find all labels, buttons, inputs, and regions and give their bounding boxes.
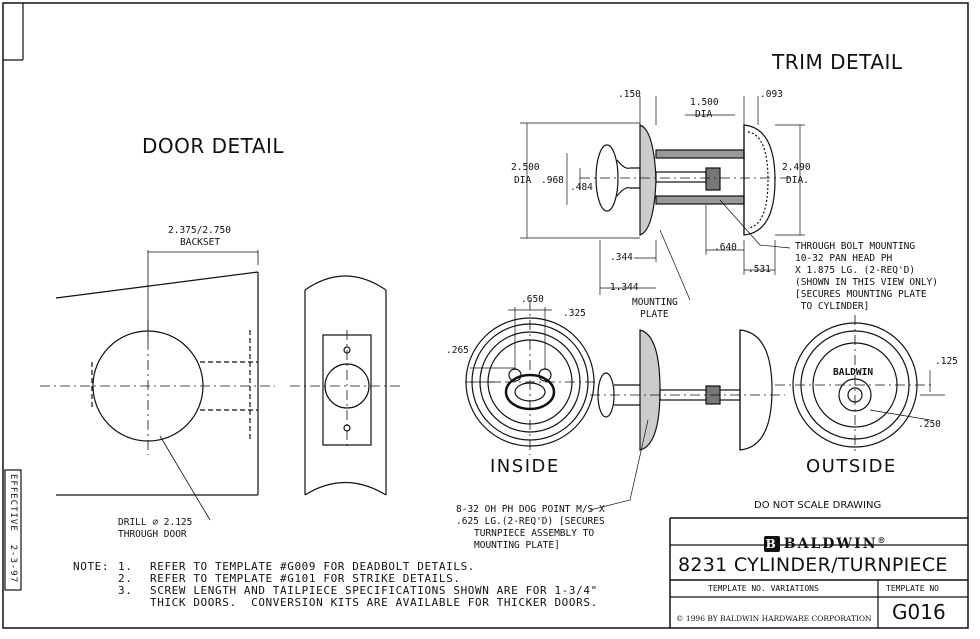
through-bolt-line4: (SHOWN IN THIS VIEW ONLY): [795, 277, 938, 288]
through-bolt-line6: TO CYLINDER]: [795, 301, 870, 312]
do-not-scale-note: DO NOT SCALE DRAWING: [754, 500, 882, 511]
drawing-title: 8231 CYLINDER/TURNPIECE: [678, 554, 948, 576]
note-3-text: SCREW LENGTH AND TAILPIECE SPECIFICATION…: [150, 584, 598, 597]
screw-note-line3: TURNPIECE ASSEMBLY TO: [474, 528, 595, 539]
dim-1500-label: DIA: [695, 109, 713, 120]
dim-1344: 1.344: [610, 282, 639, 293]
dim-2490-label: DIA.: [786, 175, 809, 186]
screw-note-line1: 8-32 OH PH DOG POINT M/S X: [456, 504, 605, 515]
note-3-num: 3.: [118, 584, 133, 597]
template-no-label: TEMPLATE NO: [886, 584, 939, 593]
copyright-note: © 1996 BY BALDWIN HARDWARE CORPORATION: [676, 614, 872, 623]
dim-150: .150: [618, 89, 641, 100]
trim-section-view: [520, 96, 805, 301]
effective-date: EFFECTIVE 2-3-97: [8, 474, 18, 584]
dim-640: .640: [714, 242, 737, 253]
dim-250: .250: [918, 419, 941, 430]
dim-2490: 2.490: [782, 162, 811, 173]
screw-note-line2: .625 LG.(2-REQ'D) [SECURES: [456, 516, 605, 527]
title-block-lines: [669, 517, 968, 628]
notes-label: NOTE:: [73, 560, 110, 573]
mounting-plate-line2: PLATE: [640, 309, 669, 320]
cylinder-brand-text: BALDWIN: [833, 367, 874, 378]
backset-label: BACKSET: [180, 237, 221, 248]
door-side-view: [40, 250, 275, 521]
through-bolt-line5: [SECURES MOUNTING PLATE: [795, 289, 927, 300]
dim-093: .093: [760, 89, 783, 100]
dim-125: .125: [935, 356, 958, 367]
inside-label: INSIDE: [490, 456, 560, 477]
logo-mark: B: [763, 536, 780, 552]
inside-front-view: [465, 300, 600, 455]
logo-mark-symbol: ®: [877, 535, 888, 545]
dim-325: .325: [563, 308, 586, 319]
note-2-num: 2.: [118, 572, 133, 585]
dim-2500-label: DIA: [514, 175, 532, 186]
outside-label: OUTSIDE: [806, 456, 897, 477]
dim-2500: 2.500: [511, 162, 540, 173]
outside-front-view: [775, 315, 945, 455]
mounting-plate-line1: MOUNTING: [632, 297, 678, 308]
dim-650: .650: [521, 294, 544, 305]
dim-484: .484: [570, 182, 593, 193]
through-bolt-line3: X 1.875 LG. (2-REQ'D): [795, 265, 916, 276]
trim-detail-heading: TRIM DETAIL: [772, 50, 903, 74]
through-bolt-line1: THROUGH BOLT MOUNTING: [795, 241, 916, 252]
dim-344: .344: [610, 252, 633, 263]
note-1-num: 1.: [118, 560, 133, 573]
drill-note-line2: THROUGH DOOR: [118, 529, 187, 540]
note-1-text: REFER TO TEMPLATE #G009 FOR DEADBOLT DET…: [150, 560, 476, 573]
through-bolt-line2: 10-32 PAN HEAD PH: [795, 253, 893, 264]
dim-968: .968: [541, 175, 564, 186]
template-no-value: G016: [892, 600, 946, 624]
dim-1500: 1.500: [690, 97, 719, 108]
screw-note-line4: MOUNTING PLATE]: [474, 540, 560, 551]
sheet-border: [2, 2, 969, 629]
turnpiece-side-view: [589, 329, 785, 511]
dim-531: .531: [748, 264, 771, 275]
door-detail-heading: DOOR DETAIL: [142, 134, 285, 158]
note-2-text: REFER TO TEMPLATE #G101 FOR STRIKE DETAI…: [150, 572, 461, 585]
logo-brand: BALDWIN: [783, 536, 878, 552]
note-3-continued: THICK DOORS. CONVERSION KITS ARE AVAILAB…: [150, 596, 598, 609]
door-edge-view: [290, 275, 400, 496]
drill-note-line1: DRILL ∅ 2.125: [118, 517, 193, 528]
dim-265: .265: [446, 345, 469, 356]
template-variations-label: TEMPLATE NO. VARIATIONS: [708, 584, 819, 593]
backset-value: 2.375/2.750: [168, 225, 231, 236]
